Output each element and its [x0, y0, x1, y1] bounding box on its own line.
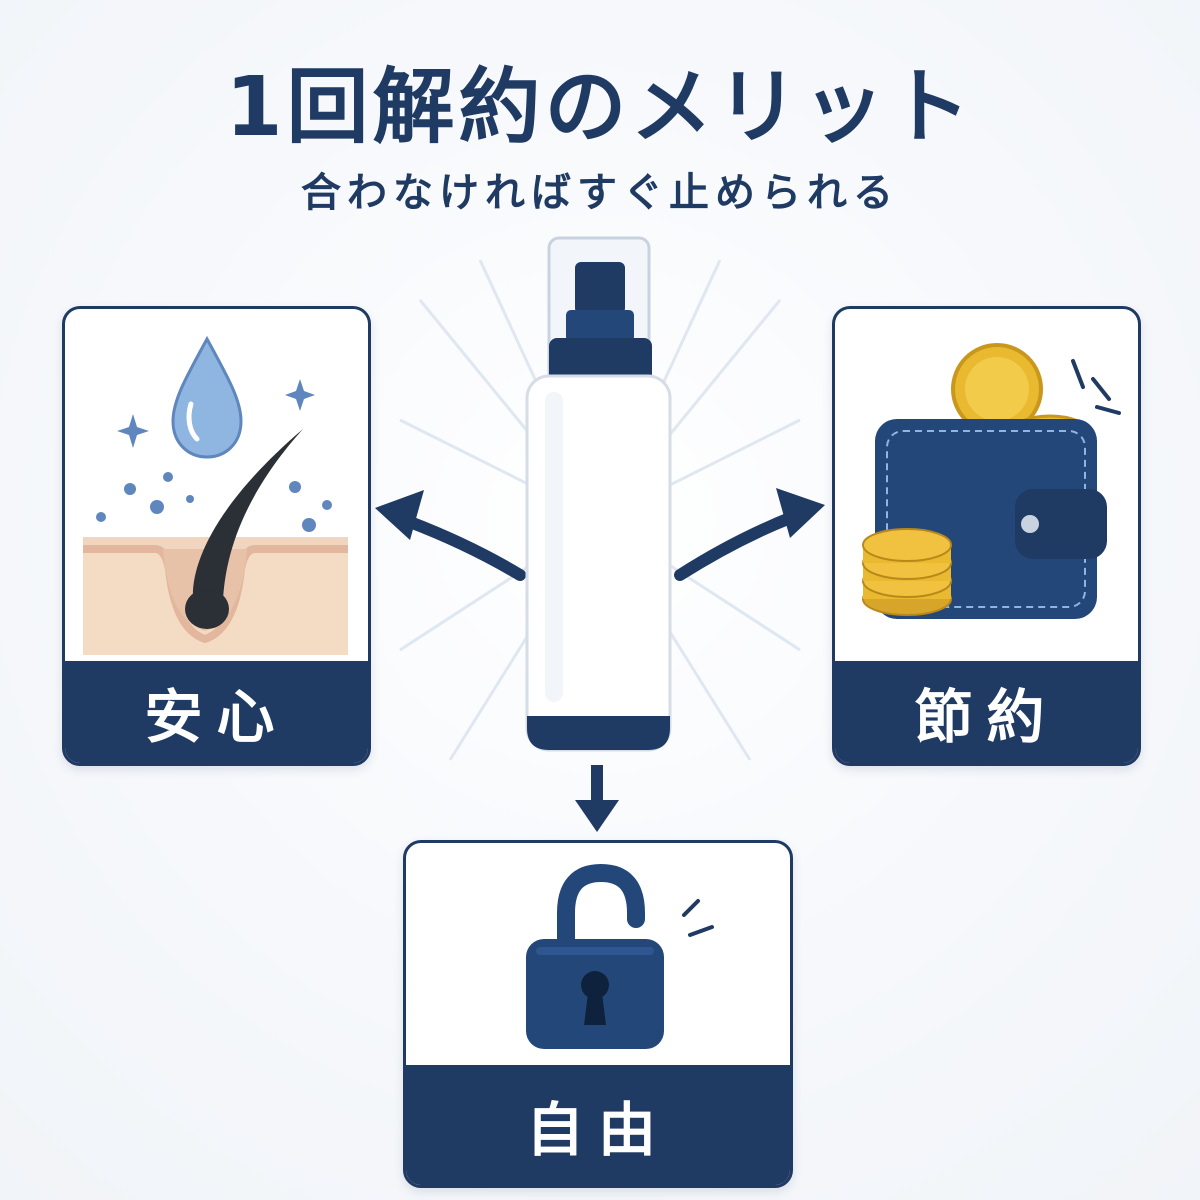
hair-follicle-icon — [83, 335, 348, 655]
card-setsuyaku: 節約 — [832, 306, 1141, 766]
card-jiyu: 自由 — [403, 840, 793, 1188]
arrow-down-icon — [575, 765, 619, 832]
unlocked-padlock-icon — [526, 863, 714, 1049]
page-title: 1回解約のメリット — [225, 60, 975, 155]
arrow-right-icon — [674, 488, 825, 581]
page-subtitle: 合わなければすぐ止められる — [301, 170, 899, 216]
card-setsuyaku-label: 節約 — [835, 661, 1138, 763]
card-anshin: 安心 — [62, 306, 371, 766]
arrow-left-icon — [375, 490, 526, 581]
card-anshin-label: 安心 — [65, 661, 368, 763]
card-jiyu-label: 自由 — [406, 1065, 790, 1185]
wallet-coins-icon — [862, 343, 1121, 619]
spray-bottle-icon — [525, 236, 672, 752]
